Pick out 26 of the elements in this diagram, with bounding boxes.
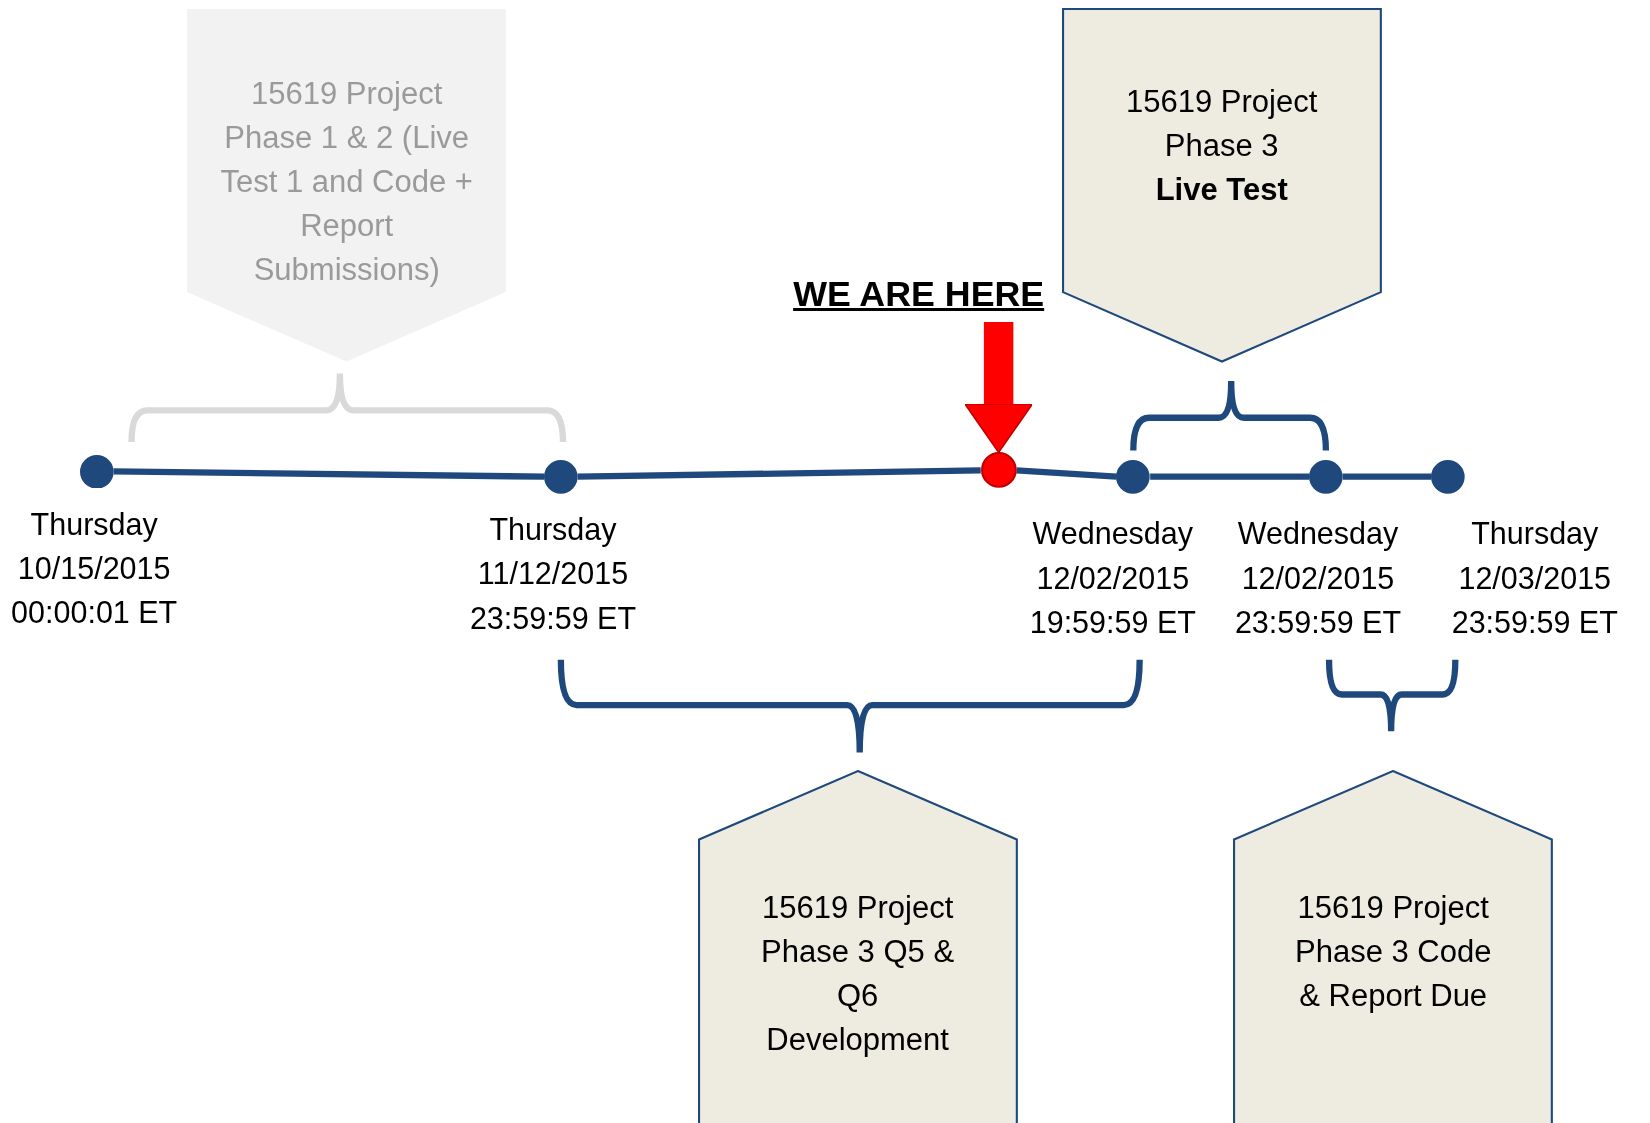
- current-position-dot: [980, 452, 1017, 489]
- timeline-dot: [1431, 459, 1465, 494]
- timeline-dot: [1309, 459, 1343, 494]
- callout-box: [1061, 8, 1382, 363]
- timeline-segment: [1342, 473, 1432, 480]
- date-label: Thursday 12/03/2015 23:59:59 ET: [1450, 515, 1619, 641]
- timeline-segment: [1016, 467, 1117, 480]
- date-label: Thursday 11/12/2015 23:59:59 ET: [468, 511, 638, 637]
- callout-text: 15619 Project Phase 3: [1125, 82, 1319, 165]
- timeline-dot: [544, 459, 578, 494]
- callout-box: [697, 770, 1018, 1123]
- date-label: Thursday 10/15/2015 00:00:01 ET: [10, 505, 179, 632]
- timeline-segment: [577, 467, 981, 480]
- pointer-arrow: [964, 322, 1034, 454]
- timeline-segment: [1150, 473, 1310, 480]
- timeline-dot: [1116, 459, 1151, 494]
- marker-heading: WE ARE HERE: [776, 271, 1061, 318]
- timeline-segment: [113, 468, 545, 480]
- callout-text: 15619 Project Phase 1 & 2 (Live Test 1 and Code + Report Submissions): [219, 74, 474, 289]
- date-label: Wednesday 12/02/2015 23:59:59 ET: [1233, 515, 1403, 641]
- callout-text: Live Test: [1154, 170, 1289, 209]
- callout-box: [1233, 770, 1554, 1123]
- callout-text: 15619 Project Phase 3 Q5 & Q6 Development: [760, 889, 956, 1059]
- date-label: Wednesday 12/02/2015 19:59:59 ET: [1028, 515, 1197, 641]
- timeline-dot: [79, 454, 114, 489]
- callout-text: 15619 Project Phase 3 Code & Report Due: [1293, 889, 1493, 1015]
